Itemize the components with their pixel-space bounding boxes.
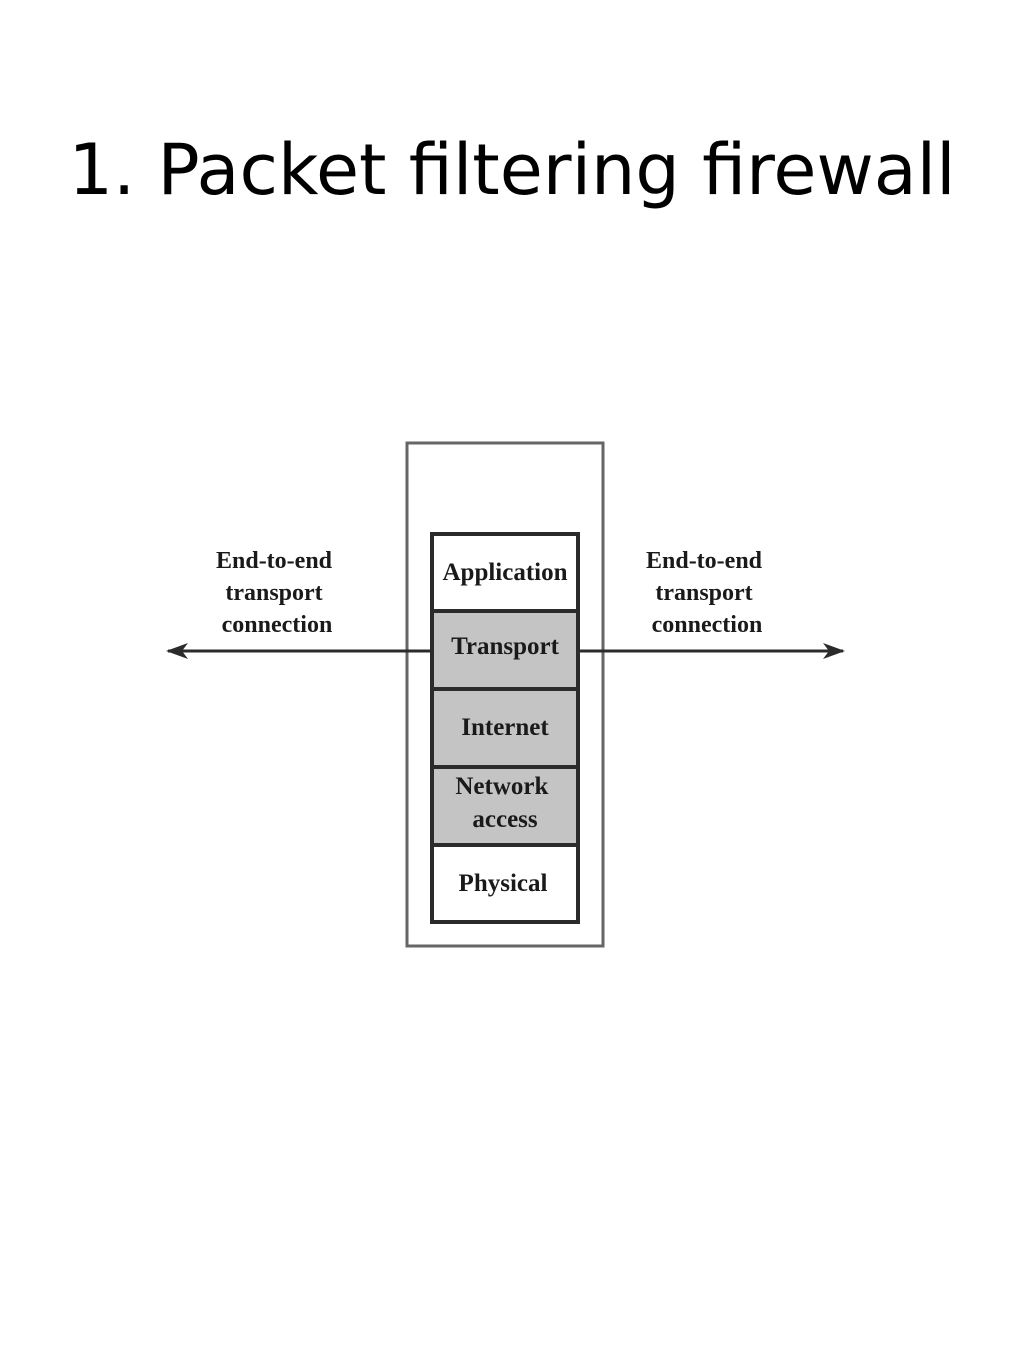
svg-text:Internet: Internet (461, 714, 549, 741)
svg-text:Application: Application (442, 559, 567, 586)
layer-internet: Internet (430, 687, 580, 769)
left-label-line3: connection (222, 612, 333, 638)
right-label-line3: connection (652, 612, 763, 638)
left-label-line2: transport (225, 580, 322, 606)
layer-transport-label: Transport (451, 633, 560, 660)
right-label-line2: transport (655, 580, 752, 606)
slide-title: 1. Packet filtering firewall (68, 129, 956, 211)
right-label-line1: End-to-end (646, 548, 763, 574)
svg-text:Physical: Physical (459, 870, 548, 897)
layer-application-label: Application (442, 559, 567, 586)
layer-application: Application (430, 532, 580, 613)
layer-internet-label: Internet (461, 714, 549, 741)
right-connection-label: End-to-end transport connection (646, 548, 768, 638)
svg-text:Transport: Transport (451, 633, 560, 660)
layer-network-access: Network access (430, 765, 580, 847)
layer-network-access-label-line1: Network (455, 773, 548, 800)
layer-physical: Physical (430, 843, 580, 924)
layer-transport: Transport (430, 609, 580, 691)
layer-network-access-label-line2: access (472, 806, 538, 833)
left-label-line1: End-to-end (216, 548, 333, 574)
left-connection-label: End-to-end transport connection (216, 548, 338, 638)
layer-physical-label: Physical (459, 870, 548, 897)
svg-text:Network access: Network access (455, 773, 554, 833)
firewall-box (405, 441, 605, 948)
protocol-stack: Application Transport Internet Network a… (430, 532, 580, 924)
